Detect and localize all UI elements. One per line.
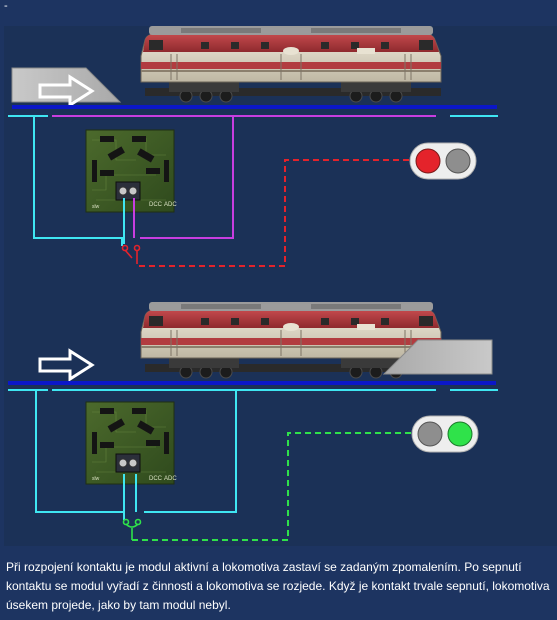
- rail: [12, 105, 497, 109]
- rail: [8, 381, 496, 385]
- scene-stop: DCC ADC: [8, 26, 498, 267]
- contact-open: [121, 244, 141, 264]
- signal-wire-red: [139, 159, 410, 267]
- module-label-dcc: DCC: [149, 476, 163, 482]
- locomotive: [140, 26, 442, 103]
- signal-wire-green: [132, 432, 412, 541]
- scene-go: DCC ADC: [8, 301, 498, 541]
- signal-lamp: [411, 415, 479, 453]
- signal-off-light: [417, 421, 443, 447]
- signal-off-light: [445, 148, 471, 174]
- signal-lamp: [409, 142, 477, 180]
- isolated-section-wire: [52, 115, 436, 239]
- wiring-diagram: slw DCC ADC: [4, 26, 557, 546]
- section-wire: [52, 389, 436, 513]
- feed-wire-left: [8, 115, 123, 246]
- module-board: [85, 401, 175, 485]
- signal-red-light: [415, 148, 441, 174]
- module-label-dcc: DCC: [149, 202, 163, 208]
- direction-arrow: [38, 349, 94, 381]
- caption-text: Při rozpojení kontaktu je modul aktivní …: [6, 560, 550, 612]
- contact-closed: [122, 518, 142, 540]
- top-mark: -: [4, 0, 8, 12]
- signal-green-light: [447, 421, 473, 447]
- module-label-adc: ADC: [164, 476, 177, 482]
- module-label-adc: ADC: [164, 202, 177, 208]
- module-board: [85, 129, 175, 213]
- module-terminal-wires: [123, 474, 137, 518]
